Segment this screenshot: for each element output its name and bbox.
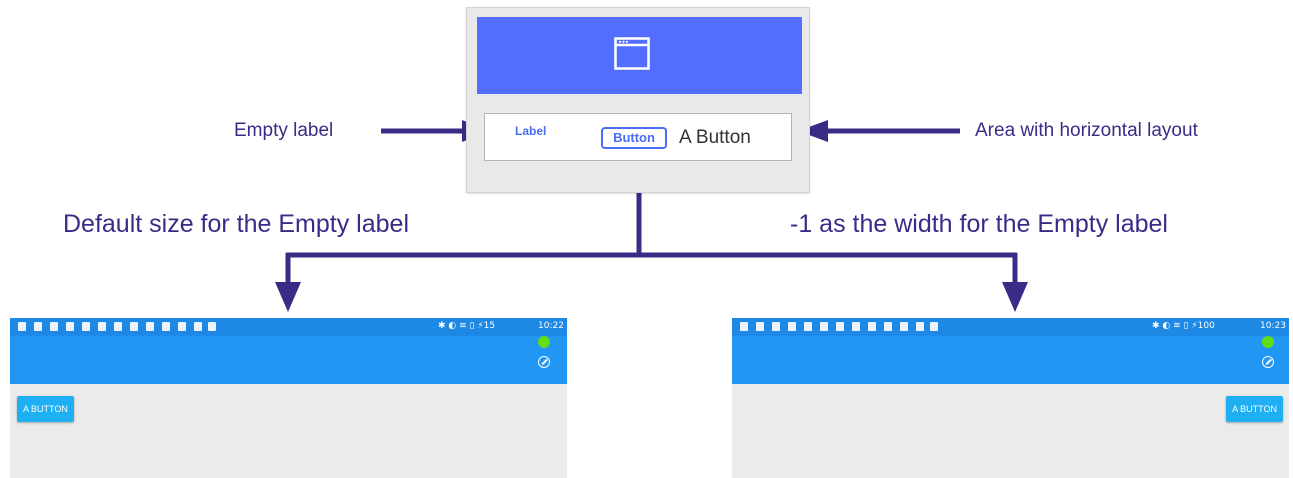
app-bar [732, 336, 1289, 384]
button-caption: A Button [679, 127, 751, 148]
status-indicator-icon [538, 336, 550, 348]
designer-header [477, 17, 802, 94]
width-minus-one-caption: -1 as the width for the Empty label [790, 210, 1168, 238]
a-button[interactable]: A BUTTON [17, 396, 74, 422]
arrow-to-horizontal-layout [798, 120, 960, 142]
app-bar [10, 336, 567, 384]
button-widget[interactable]: Button [601, 127, 667, 149]
phone-default-size: ✱ ◐ ≋ ▯ ⚡15 10:22 A BUTTON [10, 318, 567, 478]
status-bar: ✱ ◐ ≋ ▯ ⚡15 10:22 [10, 318, 567, 336]
empty-label-annotation: Empty label [234, 120, 334, 141]
status-time: 10:23 [1260, 321, 1286, 331]
horizontal-layout-annotation: Area with horizontal layout [975, 120, 1198, 141]
status-bar: ✱ ◐ ≋ ▯ ⚡100 10:23 [732, 318, 1289, 336]
status-indicator-icon [1262, 336, 1274, 348]
battery-level: 15 [483, 321, 496, 331]
compass-icon[interactable] [538, 356, 550, 368]
tree-connector [275, 192, 1028, 312]
status-time: 10:22 [538, 321, 564, 331]
a-button[interactable]: A BUTTON [1226, 396, 1283, 422]
battery-level: 100 [1197, 321, 1215, 331]
compass-icon[interactable] [1262, 356, 1274, 368]
default-size-caption: Default size for the Empty label [63, 210, 409, 238]
window-icon [614, 37, 650, 70]
phone-width-minus-one: ✱ ◐ ≋ ▯ ⚡100 10:23 A BUTTON [732, 318, 1289, 478]
empty-label-widget: Label [515, 124, 547, 138]
